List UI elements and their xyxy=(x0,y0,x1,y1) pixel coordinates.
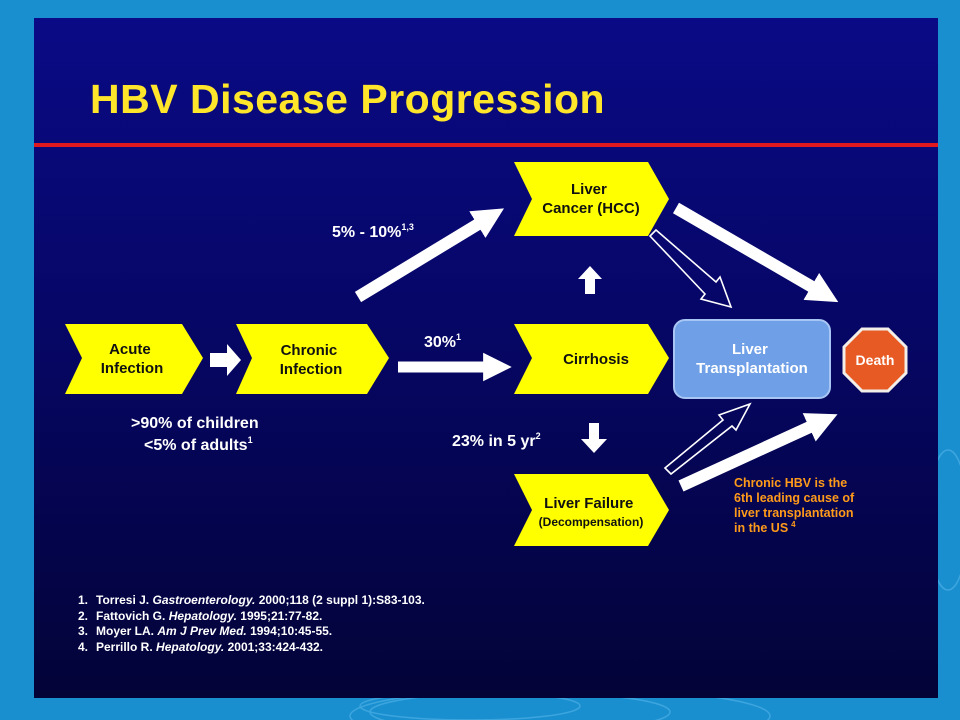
cirrhosis-rate-sup: 1 xyxy=(456,332,461,342)
cirrhosis-to-cancer-arrow xyxy=(578,266,602,294)
children-rate-label: >90% of children xyxy=(131,415,259,432)
liver-transplantation-line2: Transplantation xyxy=(696,360,808,377)
failure-rate-label: 23% in 5 yr2 xyxy=(452,431,541,450)
reference-journal: Gastroenterology. xyxy=(152,593,256,607)
acute-infection-label: Acute Infection xyxy=(101,341,164,377)
cirrhosis-rate-text: 30% xyxy=(424,334,456,351)
chronic-infection-label: Chronic Infection xyxy=(280,342,343,378)
liver-cancer-line2: Cancer (HCC) xyxy=(542,200,640,217)
reference-citation: 1994;10:45-55. xyxy=(250,624,333,638)
failure-to-transplant-arrow xyxy=(663,402,752,476)
cancer-rate-text: 5% - 10% xyxy=(332,224,401,241)
failure-rate-text: 23% in 5 yr xyxy=(452,433,536,450)
reference-author: Moyer LA. xyxy=(96,624,155,638)
reference-journal: Hepatology. xyxy=(168,608,237,623)
transplant-note: Chronic HBV is the 6th leading cause of … xyxy=(734,476,858,535)
reference-citation: 2000;118 (2 suppl 1):S83-103. xyxy=(258,593,425,607)
references-list: 1. Torresi J. Gastroenterology. 2000;118 … xyxy=(78,593,425,655)
reference-author: Torresi J. xyxy=(96,593,150,607)
liver-transplantation-line1: Liver xyxy=(732,341,768,358)
reference-item: 4. Perrillo R. Hepatology. 2001;33:424-43… xyxy=(78,640,425,656)
adults-rate-label: <5% of adults1 xyxy=(144,435,253,454)
chronic-infection-line1: Chronic xyxy=(281,342,338,359)
slide-panel: HBV Disease Progression Acute Infection xyxy=(34,18,938,698)
cancer-to-death-arrow xyxy=(672,202,839,303)
cirrhosis-box xyxy=(514,324,669,394)
title-divider xyxy=(34,143,938,147)
cancer-to-transplant-arrow xyxy=(648,228,733,309)
acute-to-chronic-arrow xyxy=(210,344,241,376)
transplant-note-line2: 6th leading cause of xyxy=(734,491,855,505)
adults-rate-sup: 1 xyxy=(248,435,253,445)
liver-failure-label: Liver Failure (Decompensation) xyxy=(539,495,644,529)
transplant-note-sup: 4 xyxy=(791,520,796,529)
liver-cancer-line1: Liver xyxy=(571,181,607,198)
acute-infection-box xyxy=(65,324,203,394)
reference-number: 3. xyxy=(78,624,89,638)
cancer-rate-label: 5% - 10%1,3 xyxy=(332,222,414,241)
slide-title: HBV Disease Progression xyxy=(90,76,606,122)
acute-infection-line1: Acute xyxy=(109,341,151,358)
reference-item: 1. Torresi J. Gastroenterology. 2000;118 … xyxy=(78,593,425,609)
liver-failure-line1: Liver Failure xyxy=(544,495,633,512)
reference-citation: 1995;21:77-82. xyxy=(240,608,323,623)
cirrhosis-label: Cirrhosis xyxy=(563,351,629,368)
reference-journal: Hepatology. xyxy=(156,639,225,654)
chronic-infection-box xyxy=(236,324,389,394)
liver-cancer-label: Liver Cancer (HCC) xyxy=(542,181,640,217)
transplant-note-line3: liver transplantation xyxy=(734,506,853,520)
liver-failure-box xyxy=(514,474,669,546)
reference-number: 4. xyxy=(78,639,89,654)
reference-number: 2. xyxy=(78,608,89,623)
death-octagon xyxy=(842,327,908,393)
liver-transplantation-box xyxy=(673,319,831,399)
chronic-infection-line2: Infection xyxy=(280,361,343,378)
progression-diagram: Acute Infection Chronic Infection Cirrho… xyxy=(65,162,908,546)
transplant-note-line1: Chronic HBV is the xyxy=(734,476,847,490)
liver-cancer-box xyxy=(514,162,669,236)
cancer-rate-sup: 1,3 xyxy=(401,222,414,232)
cirrhosis-rate-label: 30%1 xyxy=(424,332,461,351)
reference-citation: 2001;33:424-432. xyxy=(227,639,324,654)
reference-item: 3. Moyer LA. Am J Prev Med. 1994;10:45-55… xyxy=(78,624,425,640)
reference-item: 2. Fattovich G. Hepatology. 1995;21:77-82… xyxy=(78,609,425,625)
reference-author: Perrillo R. xyxy=(96,639,153,654)
chronic-to-cancer-arrow xyxy=(354,208,505,303)
transplant-note-line4: in the US xyxy=(734,521,788,535)
reference-number: 1. xyxy=(78,593,89,607)
adults-rate-text: <5% of adults xyxy=(144,437,248,454)
children-rate-text: >90% of children xyxy=(131,415,259,432)
reference-author: Fattovich G. xyxy=(96,608,166,623)
liver-transplantation-label: Liver Transplantation xyxy=(696,341,808,377)
acute-infection-line2: Infection xyxy=(101,360,164,377)
liver-failure-line2: (Decompensation) xyxy=(539,515,644,529)
reference-journal: Am J Prev Med. xyxy=(157,624,247,638)
cirrhosis-to-failure-arrow xyxy=(581,423,607,453)
death-label: Death xyxy=(856,352,895,368)
failure-rate-sup: 2 xyxy=(536,431,541,441)
failure-to-death-arrow xyxy=(678,413,838,492)
